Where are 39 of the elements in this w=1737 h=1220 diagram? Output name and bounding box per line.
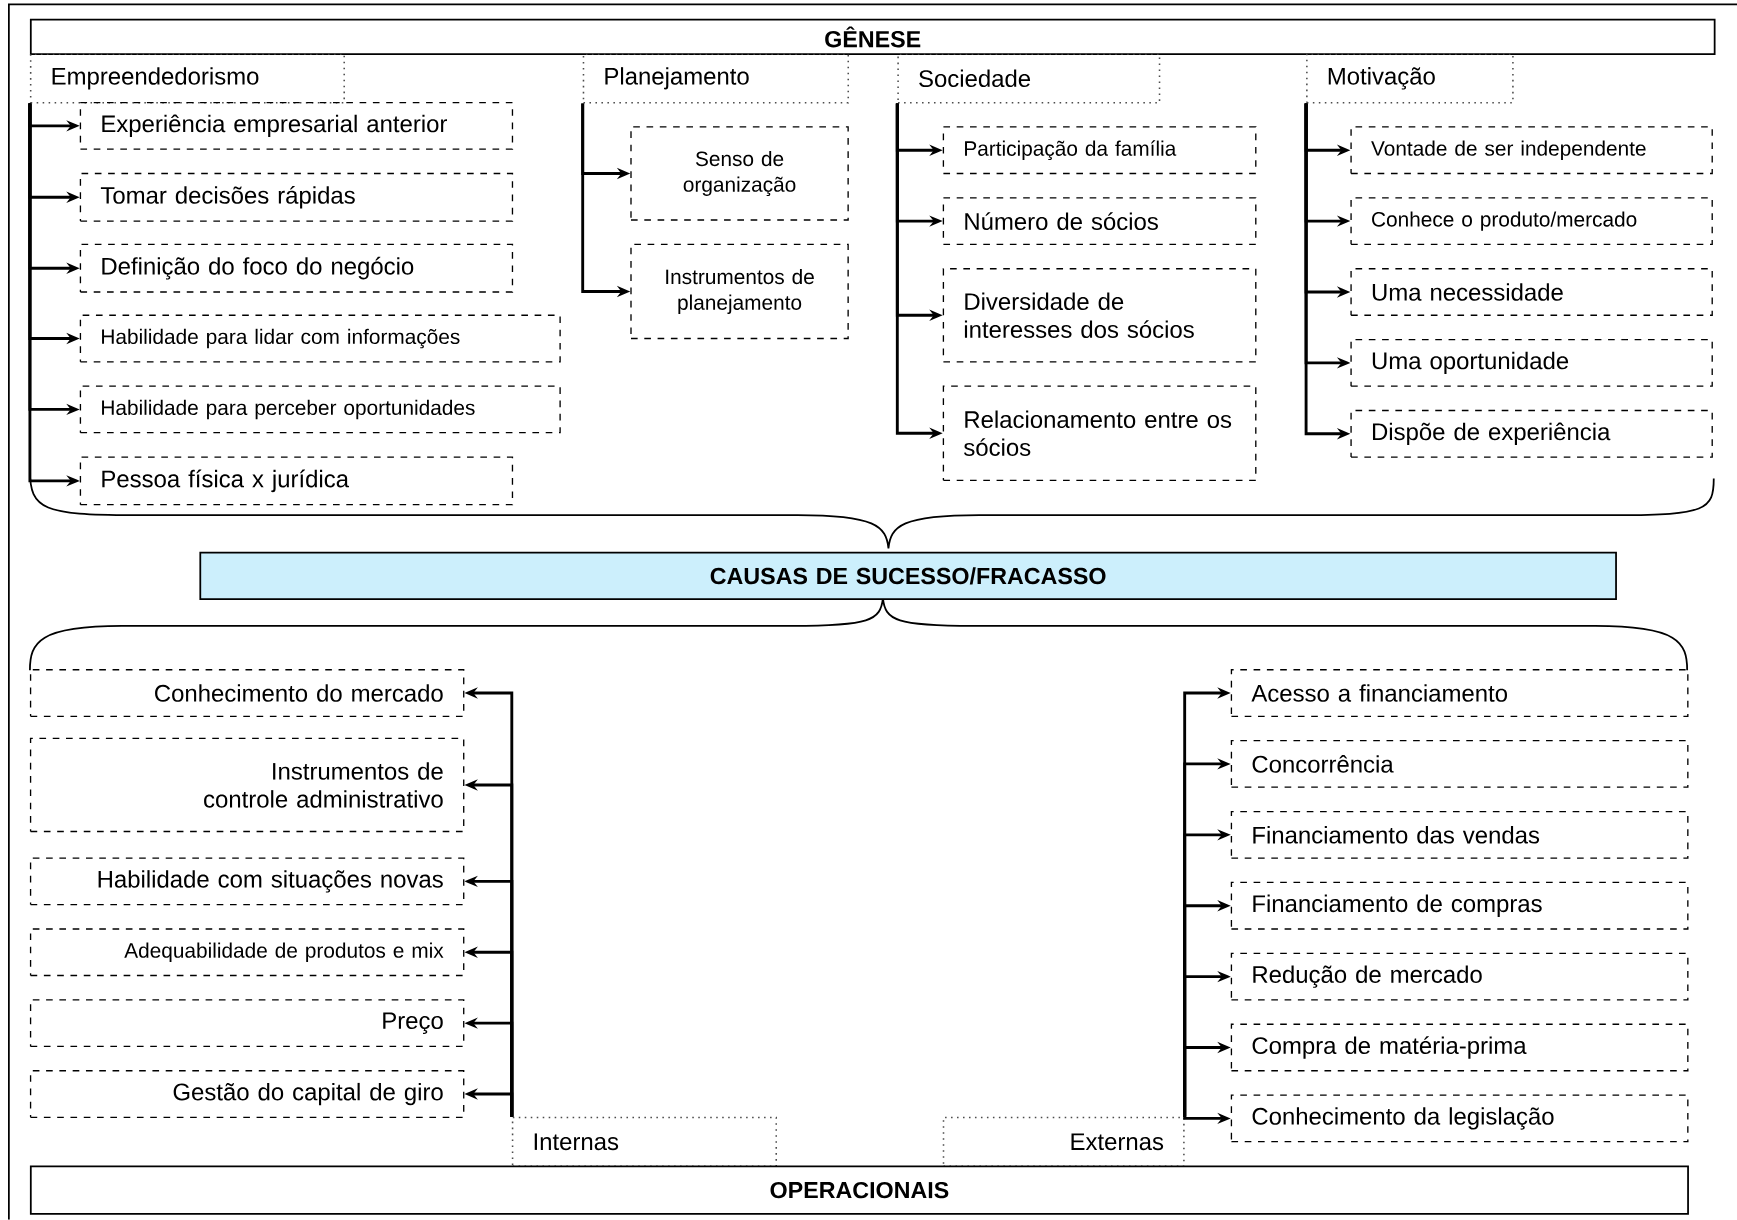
- item-box: Conhecimento da legislação: [1230, 1094, 1689, 1143]
- item-box: Experiência empresarial anterior: [79, 102, 514, 150]
- item-box: Diversidade de interesses dos sócios: [942, 268, 1257, 363]
- item-box: Relacionamento entre os sócios: [942, 385, 1257, 482]
- item-box: Redução de mercado: [1230, 952, 1689, 1001]
- item-box: Senso de organização: [630, 126, 849, 221]
- item-box: Adequabilidade de produtos e mix: [29, 928, 465, 977]
- item-box: Preço: [29, 999, 465, 1048]
- category-box: Motivação: [1306, 53, 1514, 104]
- item-box: Habilidade com situações novas: [29, 857, 465, 906]
- item-box: Número de sócios: [942, 197, 1257, 246]
- heading-box: GÊNESE: [29, 19, 1716, 56]
- item-box: Definição do foco do negócio: [79, 243, 514, 293]
- item-box: Vontade de ser independente: [1350, 126, 1713, 175]
- category-box: Planejamento: [582, 53, 849, 104]
- item-box: Financiamento das vendas: [1230, 811, 1689, 859]
- item-box: Participação da família: [942, 126, 1257, 175]
- item-box: Conhece o produto/mercado: [1350, 197, 1713, 246]
- item-box: Compra de matéria-prima: [1230, 1023, 1689, 1072]
- item-box: Conhecimento do mercado: [29, 669, 465, 718]
- item-box: Concorrência: [1230, 740, 1689, 789]
- item-box: Gestão do capital de giro: [29, 1070, 465, 1119]
- item-box: Habilidade para lidar com informações: [79, 314, 561, 363]
- central-box: CAUSAS DE SUCESSO/FRACASSO: [199, 551, 1617, 601]
- item-box: Uma oportunidade: [1350, 339, 1713, 387]
- category-box: Empreendedorismo: [29, 53, 345, 104]
- item-box: Financiamento de compras: [1230, 881, 1689, 930]
- item-box: Acesso a financiamento: [1230, 669, 1689, 718]
- item-box: Tomar decisões rápidas: [79, 172, 514, 222]
- heading-box: OPERACIONAIS: [29, 1165, 1689, 1215]
- item-box: Habilidade para perceber oportunidades: [79, 385, 561, 434]
- category-box: Externas: [942, 1116, 1185, 1168]
- category-box: Internas: [511, 1116, 777, 1168]
- item-box: Instrumentos de planejamento: [630, 243, 849, 340]
- item-box: Pessoa física x jurídica: [79, 456, 514, 506]
- category-box: Sociedade: [897, 53, 1161, 104]
- item-box: Uma necessidade: [1350, 268, 1713, 317]
- item-box: Instrumentos de controle administrativo: [29, 737, 465, 833]
- item-box: Dispõe de experiência: [1350, 410, 1713, 458]
